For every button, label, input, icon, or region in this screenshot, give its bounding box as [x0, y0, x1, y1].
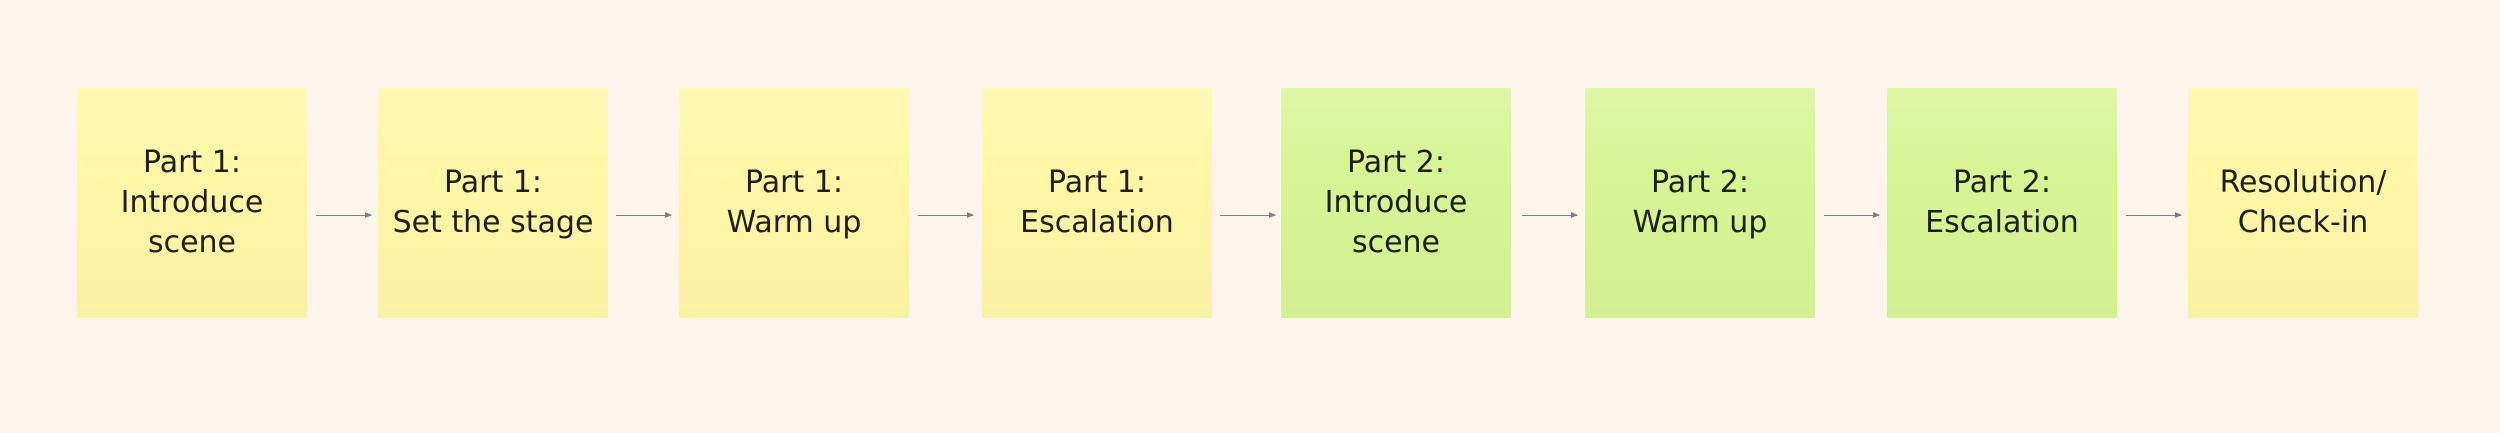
sticky-note-part2-escalation[interactable]: Part 2: Escalation — [1887, 88, 2117, 318]
sticky-note-part1-warm-up[interactable]: Part 1: Warm up — [679, 88, 909, 318]
sticky-note-label: Resolution/ Check-in — [2219, 165, 2387, 240]
connector-arrow[interactable] — [316, 212, 372, 218]
connector-arrow[interactable] — [616, 212, 672, 218]
connector-arrow[interactable] — [1522, 212, 1578, 218]
sticky-note-label: Part 1: Warm up — [726, 165, 862, 240]
connector-arrow[interactable] — [1220, 212, 1276, 218]
connector-arrow[interactable] — [2126, 212, 2182, 218]
connector-arrow[interactable] — [1824, 212, 1880, 218]
sticky-note-label: Part 1: Escalation — [1020, 165, 1174, 240]
sticky-note-label: Part 2: Introduce scene — [1324, 145, 1468, 260]
sticky-note-part1-set-the-stage[interactable]: Part 1: Set the stage — [378, 88, 608, 318]
sticky-note-part1-introduce-scene[interactable]: Part 1: Introduce scene — [77, 88, 307, 318]
sticky-note-label: Part 2: Warm up — [1632, 165, 1768, 240]
sticky-note-part2-warm-up[interactable]: Part 2: Warm up — [1585, 88, 1815, 318]
connector-arrow[interactable] — [918, 212, 974, 218]
sticky-note-part1-escalation[interactable]: Part 1: Escalation — [982, 88, 1212, 318]
sticky-note-label: Part 1: Introduce scene — [120, 145, 264, 260]
sticky-note-label: Part 1: Set the stage — [392, 165, 594, 240]
sticky-note-resolution-check-in[interactable]: Resolution/ Check-in — [2188, 88, 2418, 318]
sticky-note-label: Part 2: Escalation — [1925, 165, 2079, 240]
sticky-note-part2-introduce-scene[interactable]: Part 2: Introduce scene — [1281, 88, 1511, 318]
